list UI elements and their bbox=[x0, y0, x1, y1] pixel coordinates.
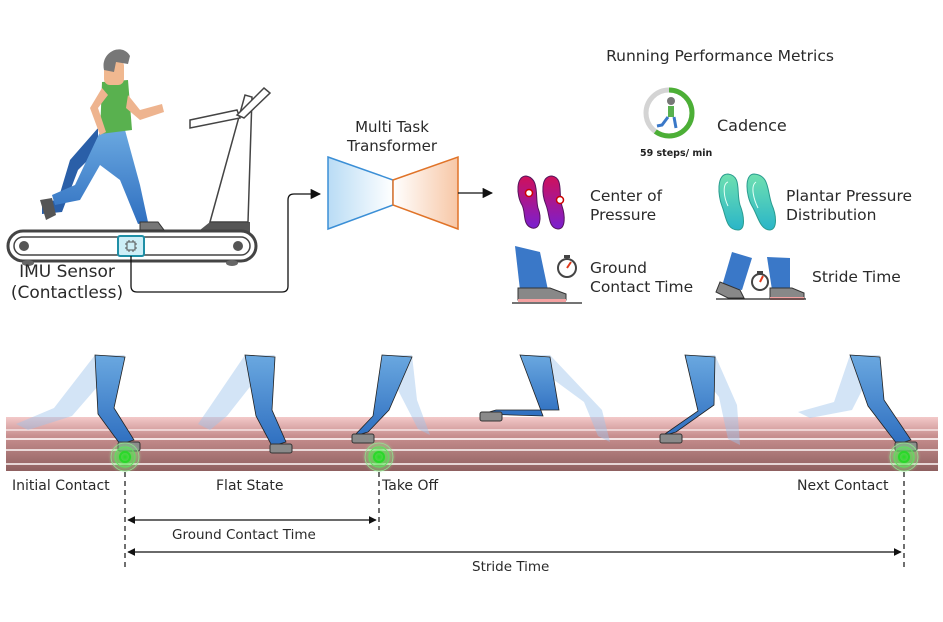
contact-glow-next bbox=[887, 440, 921, 474]
imu-sensor-chip-icon bbox=[117, 235, 145, 257]
stride-time-icon bbox=[715, 252, 806, 300]
imu-sensor-label-line2: (Contactless) bbox=[10, 283, 124, 303]
center-of-pressure-label-line1: Center of bbox=[590, 187, 663, 205]
phase-flat-state-label: Flat State bbox=[216, 478, 284, 494]
cadence-label: Cadence bbox=[717, 116, 787, 135]
shoe bbox=[351, 433, 375, 444]
stride-interval-label: Stride Time bbox=[472, 559, 550, 575]
metrics-title: Running Performance Metrics bbox=[606, 47, 834, 65]
shoe bbox=[659, 433, 683, 444]
leg bbox=[849, 354, 912, 445]
ground-contact-time-label: Ground Contact Time bbox=[590, 259, 693, 297]
contact-glow-initial bbox=[108, 440, 142, 474]
cadence-ring-icon bbox=[643, 87, 695, 139]
plantar-pressure-label: Plantar Pressure Distribution bbox=[786, 187, 912, 225]
sensor-to-model-arrow bbox=[130, 188, 322, 293]
running-track bbox=[6, 417, 938, 471]
stride-time-label: Stride Time bbox=[812, 268, 901, 286]
runner-figure bbox=[40, 49, 165, 231]
transformer-title-line1: Multi Task bbox=[355, 118, 429, 136]
imu-sensor-label-line1: IMU Sensor bbox=[19, 262, 115, 282]
ground-contact-interval-label: Ground Contact Time bbox=[172, 527, 316, 543]
leg bbox=[661, 354, 716, 437]
transformer-encoder-icon bbox=[327, 155, 394, 231]
transformer-title-line2: Transformer bbox=[346, 137, 437, 155]
phase-initial-contact-label: Initial Contact bbox=[12, 478, 110, 494]
phase-take-off-label: Take Off bbox=[382, 478, 439, 494]
shoe bbox=[479, 411, 503, 422]
center-of-pressure-label: Center of Pressure bbox=[590, 187, 662, 225]
contact-glow-takeoff bbox=[362, 440, 396, 474]
plantar-pressure-label-line1: Plantar Pressure bbox=[786, 187, 913, 205]
ghost-leg bbox=[685, 355, 740, 445]
leg bbox=[352, 354, 413, 437]
leg bbox=[94, 354, 135, 445]
ground-contact-time-label-line1: Ground bbox=[590, 259, 648, 277]
leg bbox=[481, 354, 560, 417]
transformer-decoder-icon bbox=[392, 155, 459, 231]
plantar-pressure-label-line2: Distribution bbox=[786, 206, 877, 224]
cadence-value: 59 steps/ min bbox=[640, 148, 713, 159]
stopwatch-icon bbox=[557, 255, 577, 278]
ghost-leg bbox=[520, 355, 610, 442]
ground-contact-time-icon bbox=[512, 246, 582, 304]
plantar-pressure-icon bbox=[718, 173, 776, 231]
imu-sensor-label: IMU Sensor (Contactless) bbox=[8, 262, 126, 304]
shoe bbox=[269, 443, 293, 454]
gait-leg-sequence bbox=[16, 354, 918, 454]
leg bbox=[244, 354, 287, 447]
center-of-pressure-icon bbox=[517, 175, 565, 230]
phase-next-contact-label: Next Contact bbox=[797, 478, 889, 494]
center-of-pressure-label-line2: Pressure bbox=[590, 206, 657, 224]
transformer-title: Multi Task Transformer bbox=[330, 118, 454, 156]
ground-contact-time-label-line2: Contact Time bbox=[590, 278, 694, 296]
